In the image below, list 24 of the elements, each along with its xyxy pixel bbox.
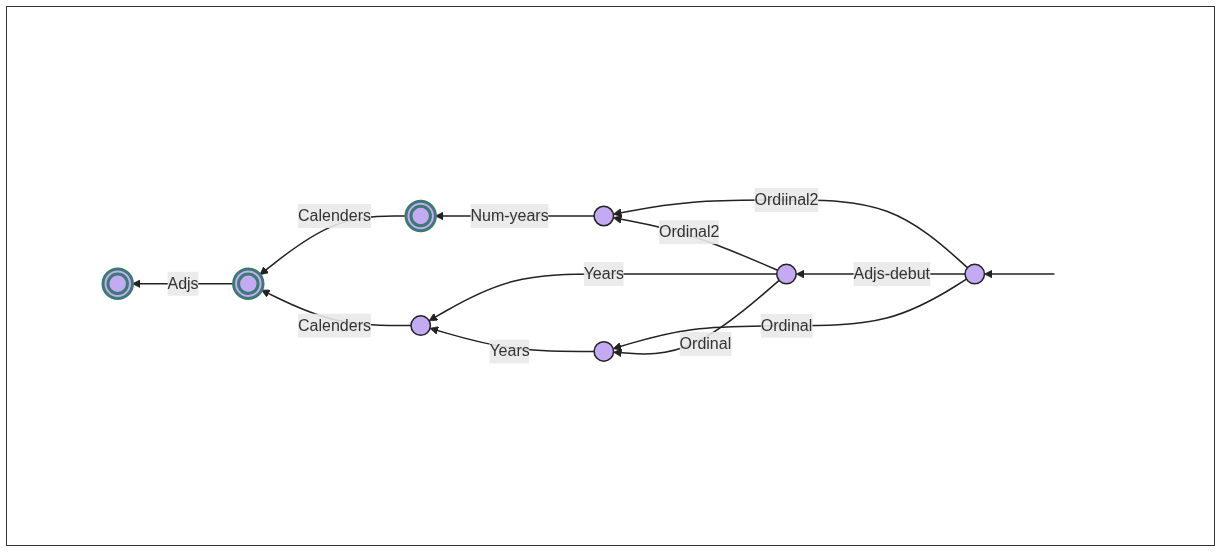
node-circle — [963, 263, 985, 285]
arrow — [983, 269, 1055, 279]
arrow — [612, 279, 780, 358]
node-circle — [101, 267, 134, 301]
node-circle — [592, 205, 614, 227]
edge-label: Calenders — [297, 207, 371, 225]
edge-label: Years — [583, 265, 624, 283]
arrow — [612, 215, 778, 272]
edge-label: Ordinal — [679, 335, 731, 353]
edge-label: Num-years — [469, 207, 549, 225]
edge-label: Calenders — [297, 316, 371, 334]
arrow — [612, 278, 967, 351]
edge-label: Ordinal — [760, 317, 812, 335]
edge-label: Years — [488, 342, 530, 360]
edge-label: Ordiinal2 — [754, 191, 819, 209]
edge-label: Ordinal2 — [658, 223, 720, 241]
edge-label: Adjs-debut — [853, 265, 930, 283]
node-circle — [231, 267, 265, 301]
arrow — [612, 199, 968, 269]
node-circle — [592, 341, 614, 363]
node-circle — [409, 315, 431, 337]
edge-label: Adjs — [167, 274, 199, 292]
node-circle — [404, 200, 437, 233]
node-circle — [775, 263, 797, 285]
